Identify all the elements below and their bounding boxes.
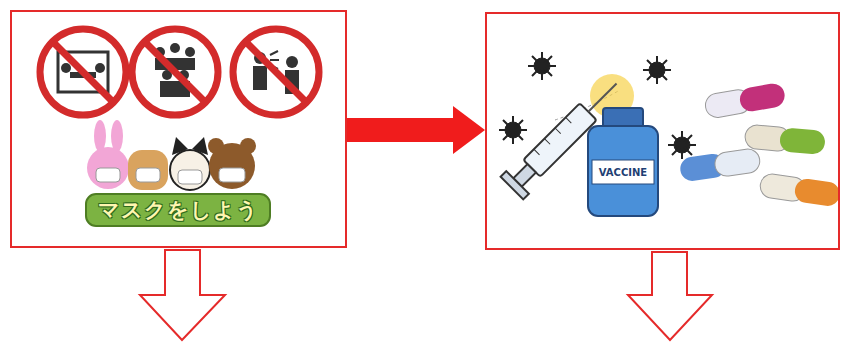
prohibition-circle — [132, 29, 218, 115]
syringe-barrel — [523, 103, 597, 177]
capsule-half — [738, 82, 786, 113]
virus-spikes — [499, 116, 527, 144]
bear-head — [209, 143, 255, 189]
vial-body — [588, 126, 658, 216]
rabbit-head — [87, 147, 129, 189]
illustration-panel: マスクをしよう — [10, 10, 347, 248]
rabbit-ear — [111, 120, 123, 152]
slogan-text: マスクをしよう — [86, 194, 270, 226]
prohibition-slash — [145, 42, 205, 102]
capsule-half — [713, 148, 761, 178]
rabbit-character — [87, 120, 129, 189]
capsules — [679, 82, 842, 208]
rabbit-ear — [94, 120, 106, 152]
face-mask — [96, 168, 120, 182]
syringe-scale — [534, 117, 571, 154]
face-mask — [178, 170, 202, 184]
down-arrow — [140, 250, 225, 340]
capsule-half — [793, 177, 841, 207]
prohibition-slash — [246, 42, 306, 102]
no-crowd-sign — [132, 29, 218, 115]
vial-label: VACCINE — [592, 160, 654, 184]
virus-spikes — [643, 56, 671, 84]
syringe-grip — [501, 171, 529, 199]
illustration-panel: VACCINE — [485, 12, 840, 250]
no-talking-sign — [233, 29, 319, 115]
bread-character — [128, 150, 168, 190]
bread-head — [128, 150, 168, 190]
virus-spikes — [668, 131, 696, 159]
person-head — [185, 47, 195, 57]
face-mask — [136, 168, 160, 182]
cat-head — [170, 150, 210, 190]
person-body — [253, 66, 267, 90]
flow-arrow — [347, 106, 485, 154]
person-head — [286, 56, 298, 68]
person-head — [95, 63, 105, 73]
vaccine-vial — [588, 108, 658, 216]
prohibition-circle — [233, 29, 319, 115]
person-head — [170, 43, 180, 53]
face-mask — [219, 168, 245, 182]
slogan-banner — [86, 194, 270, 226]
capsule-half — [779, 127, 826, 155]
bear-character — [208, 138, 256, 189]
cat-character — [170, 137, 210, 190]
prohibition-circle — [40, 29, 126, 115]
virus-spikes — [528, 52, 556, 80]
person-head — [61, 63, 71, 73]
no-dining-sign — [40, 29, 126, 115]
down-arrow — [628, 252, 712, 340]
prohibition-slash — [53, 42, 113, 102]
vial-label-panel — [592, 160, 654, 184]
